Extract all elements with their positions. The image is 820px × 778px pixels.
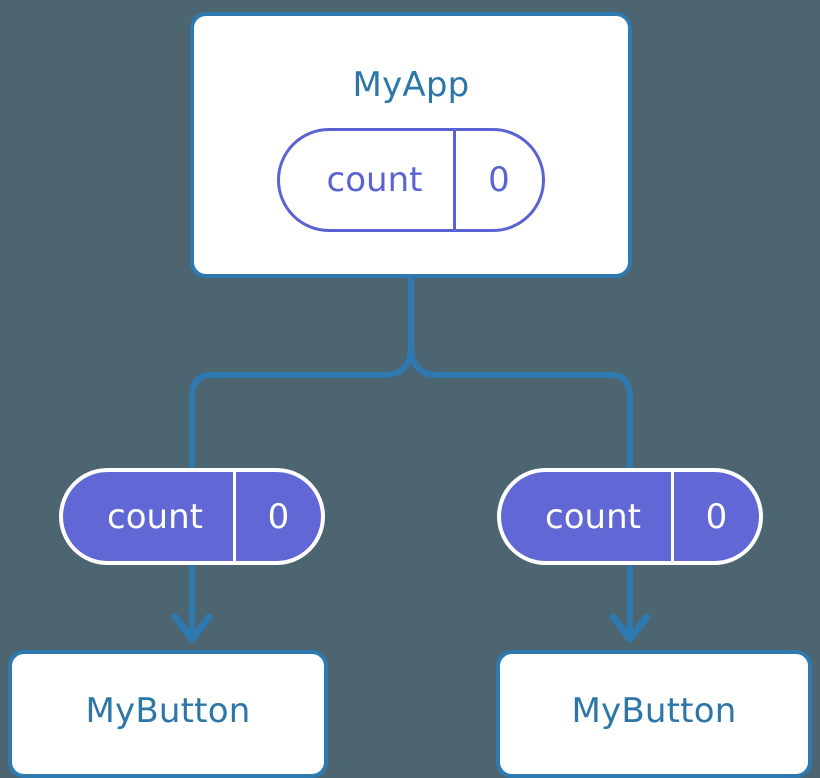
state-pill-right-child[interactable]: count 0 [497,468,763,565]
component-title-myapp: MyApp [352,65,470,105]
component-card-mybutton-right[interactable]: MyButton [496,650,812,778]
state-pill-root[interactable]: count 0 [277,128,545,232]
component-title-mybutton: MyButton [85,691,251,731]
edge-arrow-right [609,565,651,643]
state-key-label: count [545,496,641,537]
edge-arrow-left [171,565,213,643]
component-title-mybutton: MyButton [571,691,737,731]
state-value-label: 0 [233,472,321,561]
state-value-label: 0 [671,472,759,561]
component-card-mybutton-left[interactable]: MyButton [8,650,328,778]
edge-split-right [408,343,633,468]
edge-split-left [189,343,414,468]
state-value-label: 0 [453,131,542,229]
state-key-label: count [107,496,203,537]
state-key-label: count [326,160,423,200]
state-pill-left-child[interactable]: count 0 [59,468,325,565]
